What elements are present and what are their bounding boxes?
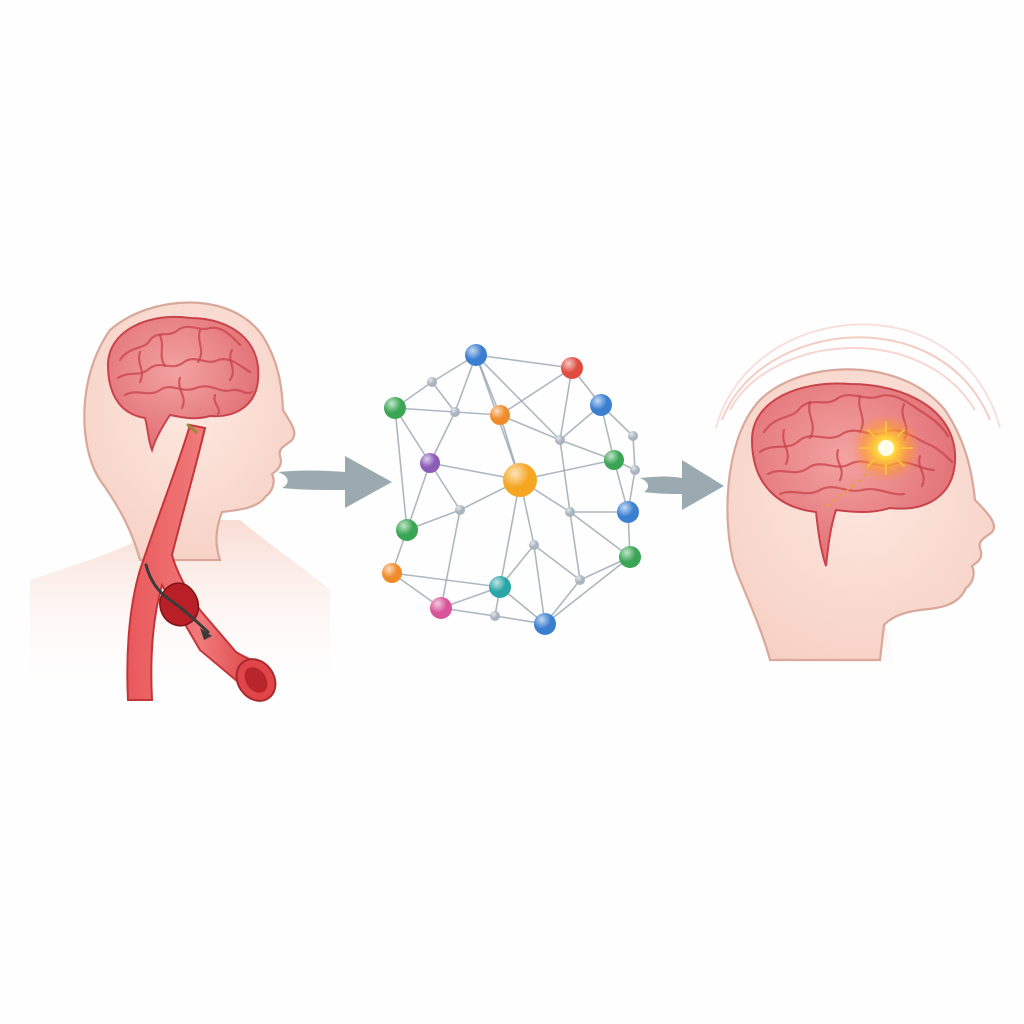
network-edge xyxy=(569,511,631,558)
arrow-right-icon-1 xyxy=(278,456,392,508)
network-node xyxy=(430,597,452,619)
network-node xyxy=(561,357,583,379)
network-node xyxy=(396,519,418,541)
network-edge xyxy=(559,439,571,513)
network-node xyxy=(420,453,440,473)
network-junction xyxy=(529,540,539,550)
network-junction xyxy=(628,431,638,441)
network-edge xyxy=(431,381,456,413)
network-node xyxy=(617,501,639,523)
network-node xyxy=(489,576,511,598)
network-node xyxy=(604,450,624,470)
network-junction xyxy=(575,575,585,585)
network-edge xyxy=(440,509,461,609)
network-junction xyxy=(555,435,565,445)
network-node xyxy=(619,546,641,568)
network-edge xyxy=(475,354,561,441)
right-head-panel xyxy=(715,323,1001,680)
network-node xyxy=(534,613,556,635)
network-edge xyxy=(544,556,631,625)
network-edge xyxy=(499,367,573,416)
signal-arcs-icon xyxy=(715,323,1001,429)
network-node xyxy=(503,463,537,497)
network-edge xyxy=(569,511,581,581)
left-head-panel xyxy=(30,301,330,702)
network-edge xyxy=(559,367,573,441)
network-edge xyxy=(406,462,431,531)
network-junction xyxy=(427,377,437,387)
catheter-icon xyxy=(144,563,210,634)
network-junction xyxy=(630,465,640,475)
network-edge xyxy=(499,479,521,588)
molecular-network-icon xyxy=(382,344,641,635)
brain-activation-glow-icon xyxy=(852,414,920,482)
network-edge xyxy=(391,572,501,588)
network-junction xyxy=(490,611,500,621)
network-edge xyxy=(533,544,546,625)
network-junction xyxy=(450,407,460,417)
network-node xyxy=(384,397,406,419)
network-junction xyxy=(455,505,465,515)
left-brain-icon xyxy=(106,315,260,454)
artery-icon xyxy=(126,423,277,702)
network-edge xyxy=(533,544,581,581)
network-edge xyxy=(475,354,573,369)
network-node xyxy=(382,563,402,583)
network-node xyxy=(490,405,510,425)
network-edge xyxy=(632,435,636,471)
network-node xyxy=(590,394,612,416)
network-junction xyxy=(565,507,575,517)
network-edge xyxy=(499,414,561,441)
network-node xyxy=(465,344,487,366)
arrow-right-icon-2 xyxy=(640,460,724,510)
network-edge xyxy=(394,407,408,531)
